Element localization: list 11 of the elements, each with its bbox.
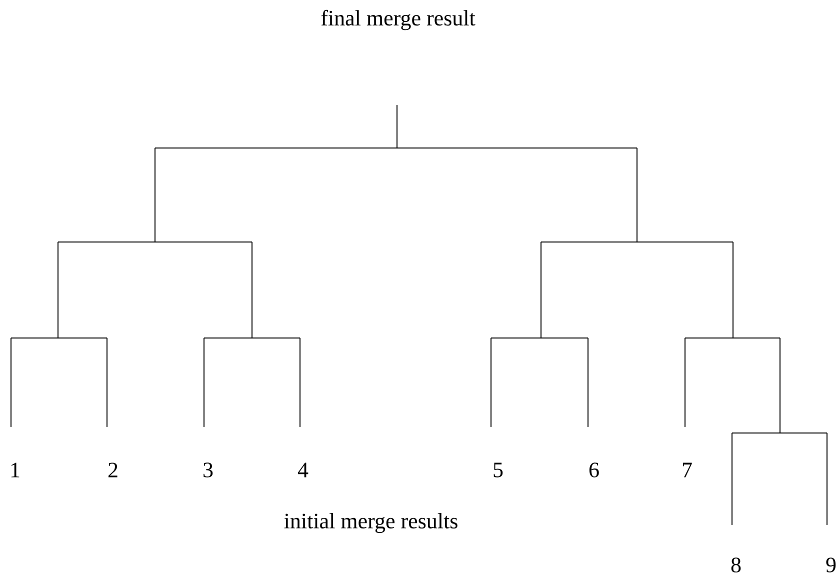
leaf-number: 4 bbox=[298, 462, 308, 478]
heading: final merge result bbox=[321, 10, 476, 30]
leaf-number: 5 bbox=[494, 462, 503, 478]
leaf-number: 8 bbox=[731, 558, 741, 572]
leaf-number: 2 bbox=[108, 462, 118, 478]
leaf-number: 3 bbox=[204, 462, 213, 478]
leaf-number: 1 bbox=[11, 462, 20, 478]
leaf-number: 9 bbox=[826, 558, 836, 572]
caption-text: initial merge results bbox=[284, 513, 458, 533]
leaf-number: 6 bbox=[589, 462, 599, 478]
leaf-number: 7 bbox=[682, 462, 692, 478]
